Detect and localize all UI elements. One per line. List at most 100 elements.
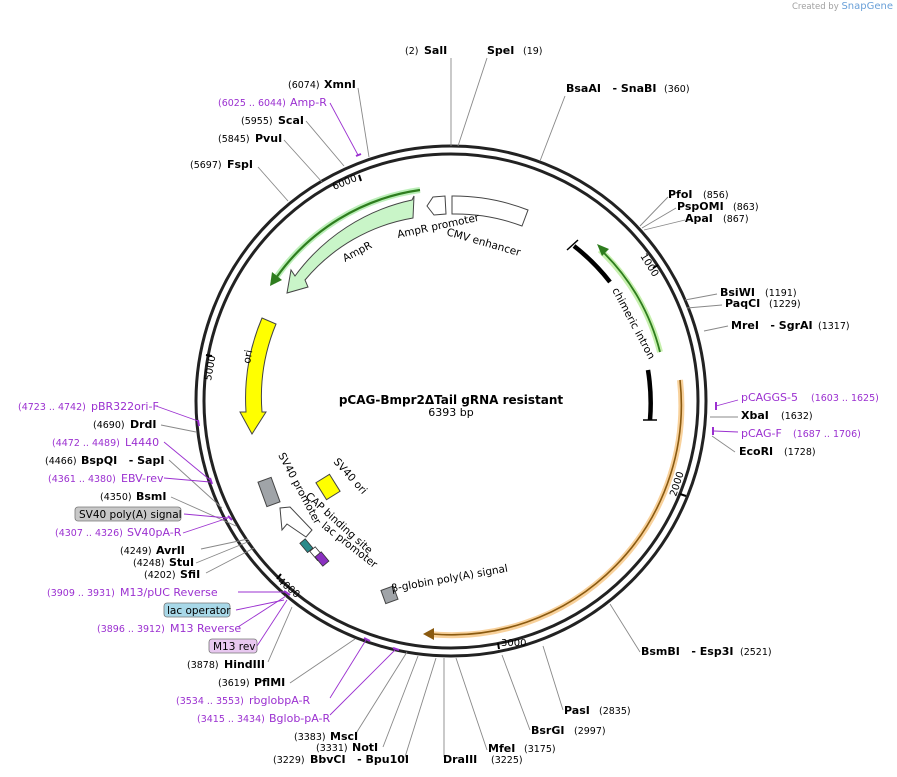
- svg-text:(1191): (1191): [765, 288, 797, 299]
- svg-text:BsaAI - SnaBI: BsaAI - SnaBI: [566, 82, 657, 95]
- primer-leaders: [155, 102, 739, 716]
- site-msci: (3383) MscI: [294, 730, 358, 743]
- site-xbai: XbaI (1632): [741, 409, 813, 422]
- svg-text:(1603 .. 1625): (1603 .. 1625): [811, 393, 879, 404]
- svg-text:PvuI: PvuI: [255, 132, 282, 145]
- site-sali: (2) SalI: [405, 44, 447, 57]
- site-stui: (4248) StuI: [133, 556, 194, 569]
- svg-text:HindIII: HindIII: [224, 658, 265, 671]
- beta-globin-polya-feature: [380, 585, 399, 605]
- site-bsaai-snabi: BsaAI - SnaBI (360): [566, 82, 690, 95]
- svg-text:FspI: FspI: [227, 158, 253, 171]
- svg-text:BbvCI - Bpu10I: BbvCI - Bpu10I: [310, 753, 409, 766]
- svg-text:(3415 .. 3434): (3415 .. 3434): [197, 714, 265, 725]
- ori-feature: [239, 317, 277, 435]
- svg-text:SalI: SalI: [424, 44, 447, 57]
- plasmid-length: 6393 bp: [428, 406, 473, 419]
- primer-pcaggs5: pCAGGS-5 (1603 .. 1625): [741, 391, 879, 404]
- svg-text:(1728): (1728): [784, 447, 816, 458]
- svg-text:(4350): (4350): [100, 492, 132, 503]
- chimeric-intron-bar-lower: [645, 369, 653, 421]
- primer-pbr322ori-f: (4723 .. 4742) pBR322ori-F: [18, 400, 159, 413]
- cmv-enhancer-feature: [451, 195, 529, 227]
- svg-text:(19): (19): [523, 46, 543, 57]
- svg-text:5000: 5000: [203, 355, 218, 382]
- svg-text:(4361 .. 4380): (4361 .. 4380): [48, 474, 116, 485]
- svg-text:(5697): (5697): [190, 160, 222, 171]
- tick-6000: 6000: [331, 173, 362, 193]
- svg-text:(5845): (5845): [218, 134, 250, 145]
- site-scai: (5955) ScaI: [241, 114, 304, 127]
- svg-text:(2997): (2997): [574, 726, 606, 737]
- primer-m13-puc-reverse: (3909 .. 3931) M13/pUC Reverse: [47, 586, 218, 599]
- svg-text:BsmI: BsmI: [136, 490, 167, 503]
- lac-promoter-mark: [314, 551, 330, 567]
- svg-text:EBV-rev: EBV-rev: [121, 472, 164, 485]
- svg-text:pCAG-F: pCAG-F: [741, 427, 782, 440]
- svg-text:(4472 .. 4489): (4472 .. 4489): [52, 438, 120, 449]
- svg-text:MscI: MscI: [330, 730, 358, 743]
- primer-ebv-rev: (4361 .. 4380) EBV-rev: [48, 472, 164, 485]
- credit-prefix: Created by: [791, 2, 839, 12]
- svg-text:(4466): (4466): [45, 456, 77, 467]
- svg-text:(3229): (3229): [273, 755, 305, 766]
- svg-text:(4723 .. 4742): (4723 .. 4742): [18, 402, 86, 413]
- tick-5000: 5000: [203, 354, 218, 382]
- sv40-promoter-feature: [257, 476, 281, 508]
- svg-text:(4202): (4202): [144, 570, 176, 581]
- label-ori: ori: [241, 349, 255, 365]
- primer-amp-r: (6025 .. 6044) Amp-R: [218, 96, 327, 109]
- site-fspi: (5697) FspI: [190, 158, 253, 171]
- svg-text:pBR322ori-F: pBR322ori-F: [91, 400, 159, 413]
- svg-text:Amp-R: Amp-R: [290, 96, 327, 109]
- svg-text:(1317): (1317): [818, 321, 850, 332]
- svg-text:(4249): (4249): [120, 546, 152, 557]
- svg-text:ApaI: ApaI: [685, 212, 713, 225]
- svg-text:PaqCI: PaqCI: [725, 297, 760, 310]
- primer-rbglobpa-r: (3534 .. 3553) rbglobpA-R: [176, 694, 310, 707]
- boxed-lac-operator: lac operator: [163, 602, 231, 618]
- svg-text:M13/pUC Reverse: M13/pUC Reverse: [120, 586, 218, 599]
- svg-text:(867): (867): [723, 214, 749, 225]
- svg-text:(863): (863): [733, 202, 759, 213]
- svg-text:MreI - SgrAI: MreI - SgrAI: [731, 319, 813, 332]
- svg-text:PflMI: PflMI: [254, 676, 285, 689]
- chimeric-intron-bar: [572, 244, 612, 284]
- svg-text:(4690): (4690): [93, 420, 125, 431]
- svg-text:rbglobpA-R: rbglobpA-R: [249, 694, 310, 707]
- chimeric-intron-arrowhead: [597, 244, 609, 256]
- svg-text:(2): (2): [405, 46, 418, 57]
- cap-binding-mark: [299, 538, 314, 554]
- snapgene-logo: SnapGene: [841, 1, 893, 12]
- svg-text:BsmBI - Esp3I: BsmBI - Esp3I: [641, 645, 733, 658]
- svg-text:(6074): (6074): [288, 80, 320, 91]
- ampr-promoter-feature: [426, 195, 447, 216]
- svg-text:StuI: StuI: [169, 556, 194, 569]
- ampr-arc-line: [275, 188, 421, 279]
- label-beta-globin-polya: β-globin poly(A) signal: [390, 563, 508, 595]
- svg-text:SV40pA-R: SV40pA-R: [127, 526, 182, 539]
- svg-text:(3896 .. 3912): (3896 .. 3912): [97, 624, 165, 635]
- site-drdi: (4690) DrdI: [93, 418, 157, 431]
- site-ecori: EcoRI (1728): [739, 445, 816, 458]
- svg-text:XbaI: XbaI: [741, 409, 769, 422]
- svg-text:(4307 .. 4326): (4307 .. 4326): [55, 528, 123, 539]
- primer-pcagf: pCAG-F (1687 .. 1706): [741, 427, 861, 440]
- site-pasi: PasI (2835): [564, 704, 631, 717]
- svg-text:lac operator: lac operator: [167, 605, 231, 617]
- site-paqci: PaqCI (1229): [725, 297, 801, 310]
- chimeric-intron-end-cap: [566, 239, 579, 251]
- site-apai: ApaI (867): [685, 212, 749, 225]
- chimeric-intron-arc: [602, 251, 661, 353]
- site-pflmi: (3619) PflMI: [218, 676, 285, 689]
- site-pvui: (5845) PvuI: [218, 132, 282, 145]
- site-draiii: DraIII (3225): [443, 753, 523, 766]
- label-cmv-enhancer: CMV enhancer: [445, 226, 522, 259]
- svg-text:PspOMI: PspOMI: [677, 200, 724, 213]
- svg-text:pCAGGS-5: pCAGGS-5: [741, 391, 798, 404]
- svg-text:(2835): (2835): [599, 706, 631, 717]
- boxed-m13-rev: M13 rev: [208, 638, 258, 654]
- ampr-feature: [286, 195, 415, 294]
- site-spei: SpeI (19): [487, 44, 543, 57]
